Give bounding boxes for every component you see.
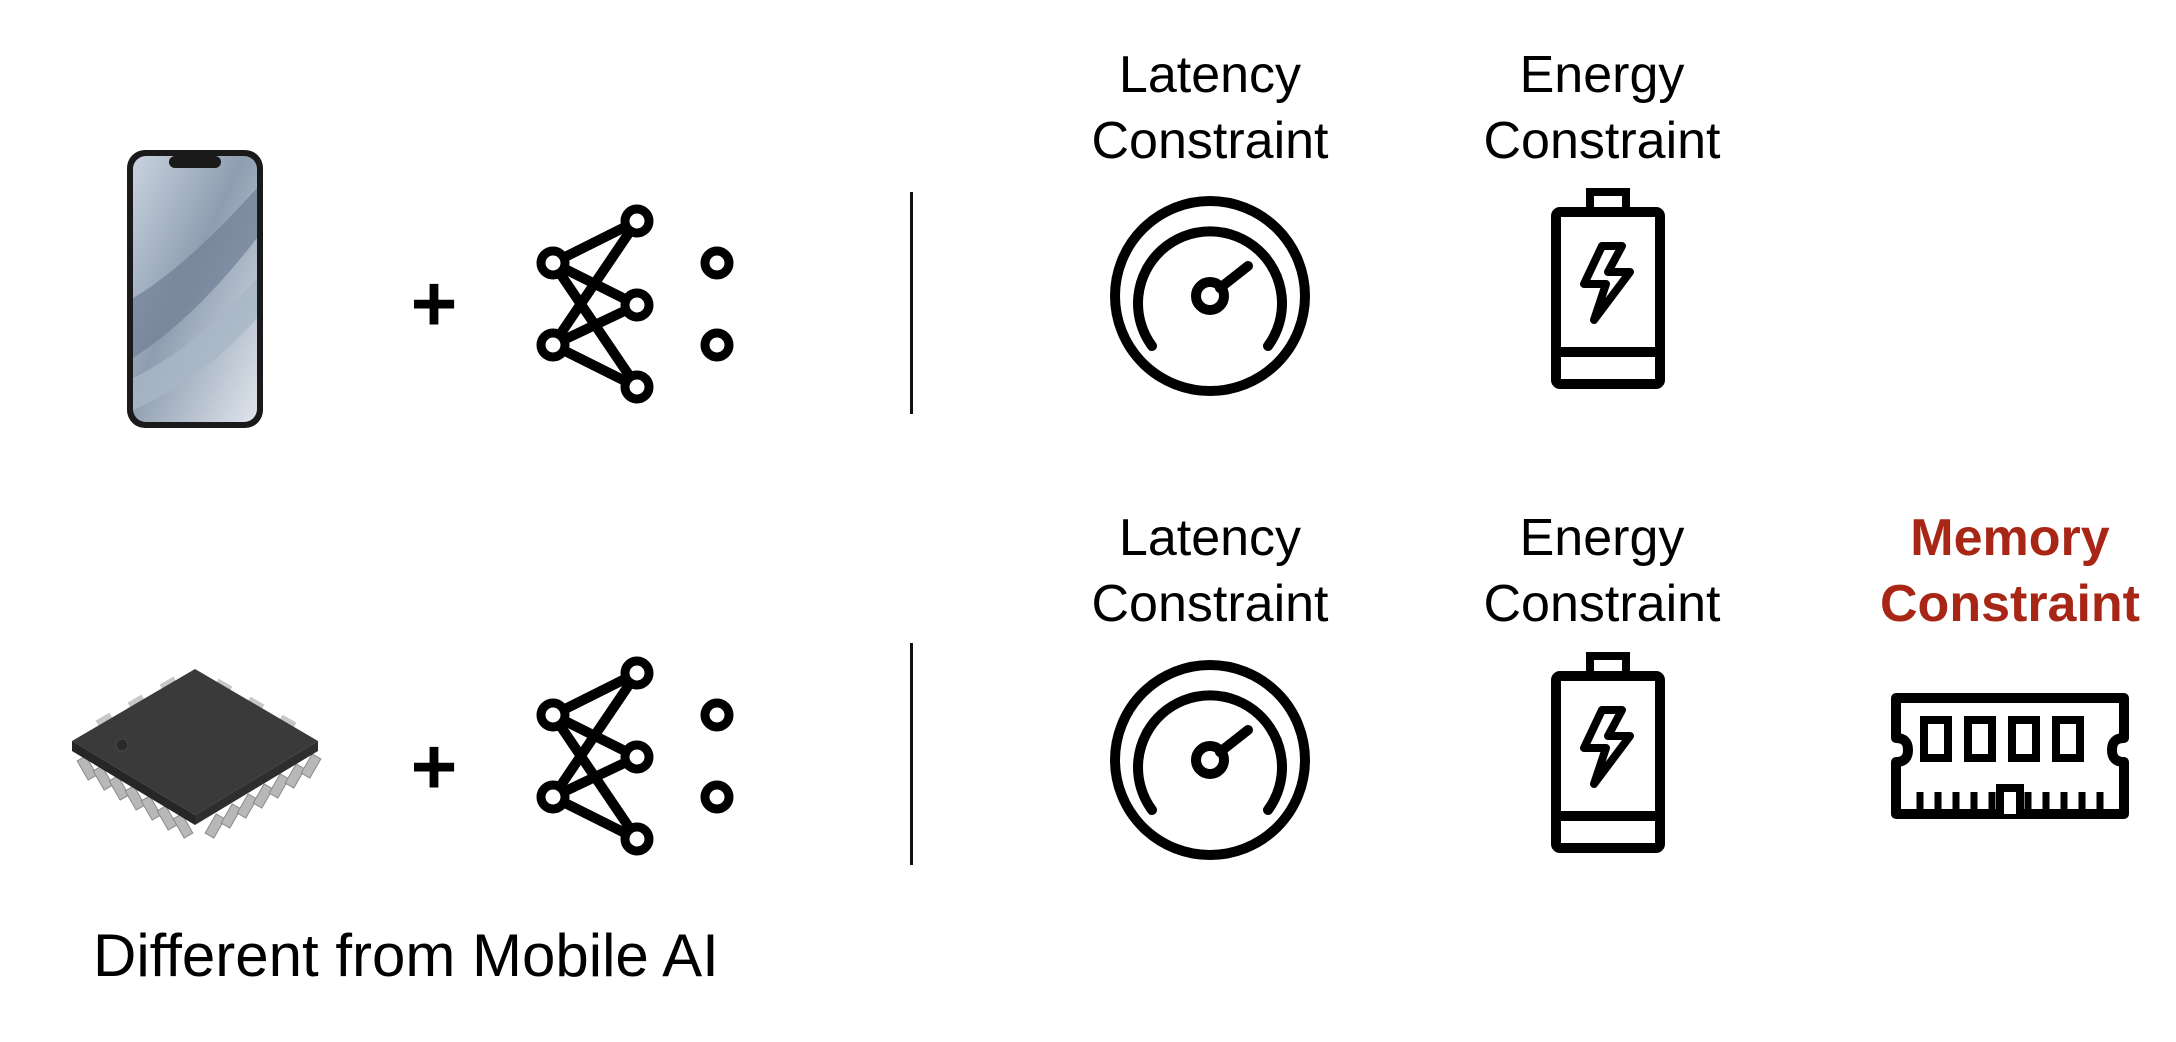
row-divider — [910, 192, 913, 414]
memory-module-icon — [1891, 693, 2129, 819]
plus-sign: + — [410, 722, 458, 811]
speedometer-icon — [1110, 660, 1310, 860]
microcontroller-chip-image — [72, 669, 322, 839]
speedometer-icon — [1110, 196, 1310, 396]
constraint-label-energy: Energy Constraint — [1483, 46, 1721, 170]
battery-icon — [1551, 652, 1665, 853]
constraint-label-latency: Latency Constraint — [1091, 509, 1329, 633]
row-divider — [910, 643, 913, 865]
constraint-label-latency: Latency Constraint — [1091, 46, 1329, 170]
plus-sign: + — [410, 259, 458, 348]
constraint-label-energy: Energy Constraint — [1483, 509, 1721, 633]
caption: Different from Mobile AI — [93, 922, 719, 989]
constraint-label-memory: Memory Constraint — [1880, 509, 2140, 633]
neural-network-icon — [536, 204, 734, 404]
phone-image — [127, 150, 263, 428]
neural-network-icon — [536, 656, 734, 856]
battery-icon — [1551, 188, 1665, 389]
